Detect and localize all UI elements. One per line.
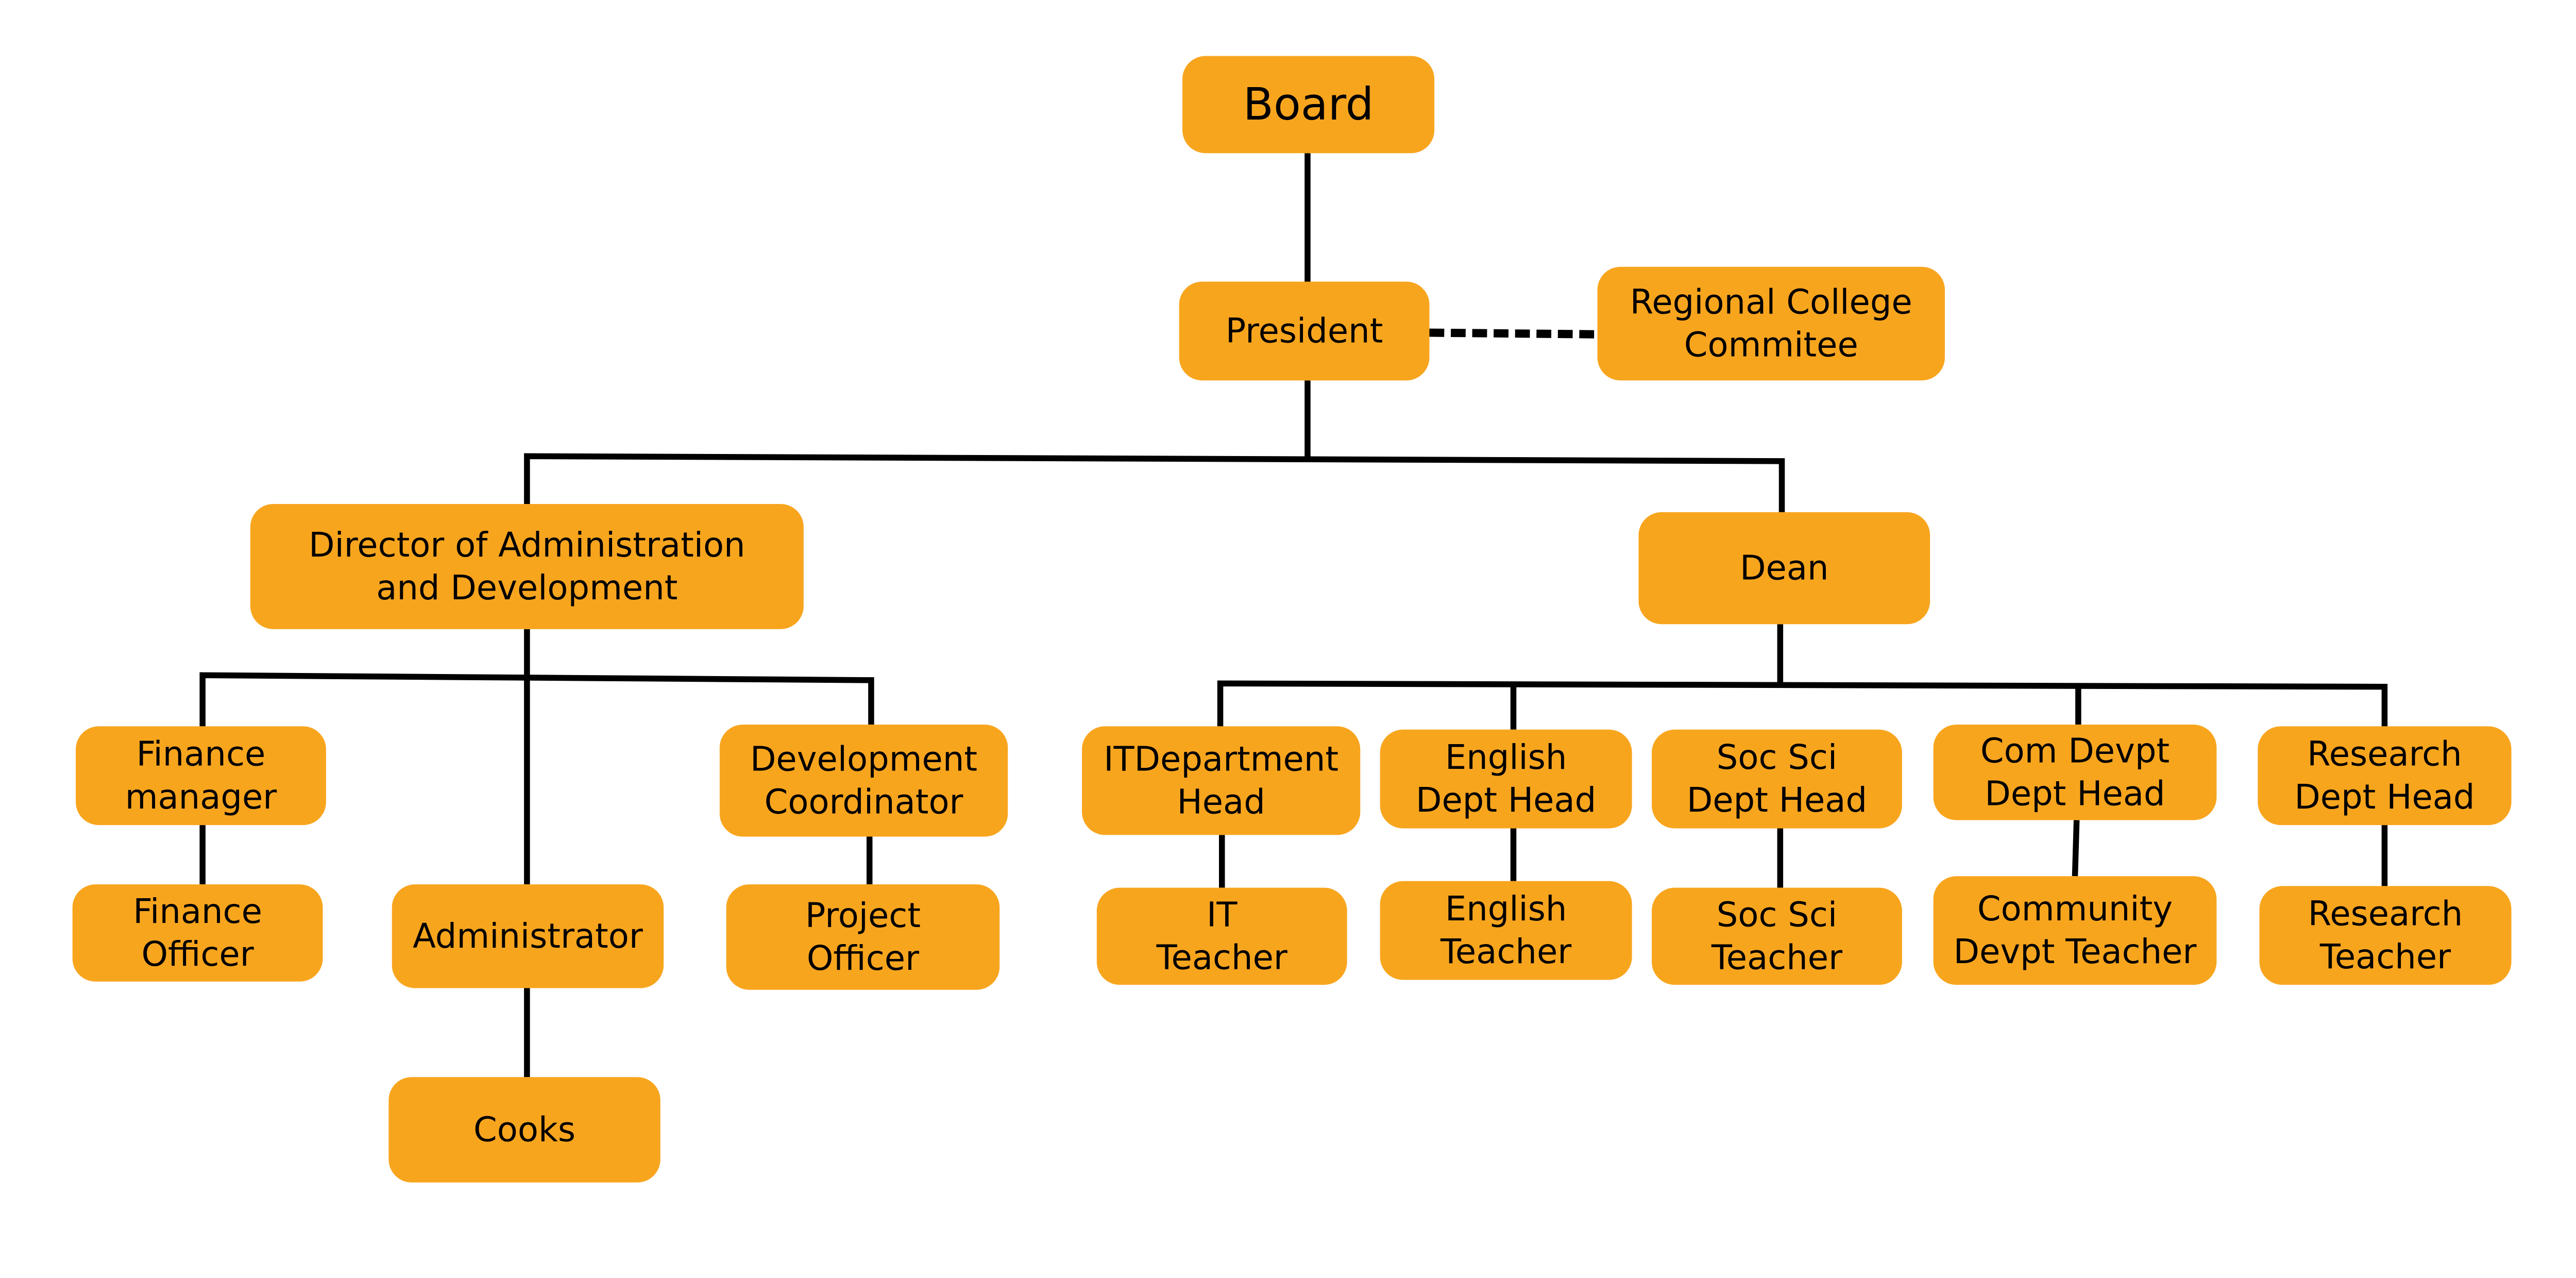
node-label: Project [805,896,921,935]
node-board: Board [1182,56,1435,154]
node-label: President [1226,311,1383,350]
node-label: Research [2308,895,2463,934]
node-box [2258,726,2512,826]
node-label: Teacher [2319,937,2451,977]
node-label: Head [1177,782,1265,821]
node-label: Officer [141,935,253,974]
node-label: manager [125,778,277,817]
node-label: English [1445,889,1567,929]
node-label: Regional College [1630,282,1912,322]
node-box [76,726,326,826]
node-label: Finance [133,892,262,931]
connector-line [1217,680,2388,727]
node-cooks: Cooks [388,1077,660,1183]
node-label: Dept Head [1687,781,1867,820]
node-label: Teacher [1711,938,1842,977]
node-label: Commitee [1684,326,1858,365]
node-box [1933,876,2217,985]
node-box [726,884,1000,990]
node-box [392,884,664,988]
node-box [250,503,804,629]
node-box [1082,726,1361,835]
node-box [1652,887,1902,985]
node-label: ITDepartment [1104,739,1338,779]
node-finance-manager: Finance manager [76,726,326,826]
node-label: Teacher [1440,932,1571,971]
node-box [1652,729,1902,829]
node-label: English [1445,738,1567,777]
node-president: President [1179,281,1430,381]
connector-line [524,453,1785,512]
node-box [1597,266,1945,381]
connector-lines [199,153,2388,1078]
node-label: Research [2307,735,2462,774]
node-label: Dept Head [1416,781,1596,820]
node-box [1380,881,1632,980]
node-label: Cooks [473,1110,575,1149]
connector-line [199,672,874,727]
dashed-advisory-line [1429,328,1598,339]
node-box [1179,281,1430,381]
node-label: Devpt Teacher [1954,932,2197,971]
node-label: Com Devpt [1980,731,2170,770]
node-label: Development [750,739,977,779]
connector-line [2072,820,2080,877]
node-box [72,884,323,982]
node-box [1096,887,1347,985]
node-label: Soc Sci [1717,738,1837,777]
node-label: Soc Sci [1717,895,1837,934]
node-label: Teacher [1156,938,1287,977]
node-box [2259,886,2512,985]
node-box [719,725,1008,837]
node-box [1933,725,2217,820]
node-label: Dept Head [1985,774,2165,813]
node-label: IT [1207,895,1238,934]
node-box [1182,56,1435,154]
node-label: Administrator [413,917,643,956]
node-administrator: Administrator [392,884,664,988]
node-label: Dept Head [2294,778,2475,817]
node-box [1638,512,1930,625]
node-label: and Development [376,568,677,608]
node-it-teacher: IT Teacher [1096,887,1347,985]
node-label: Officer [807,939,919,978]
node-box [388,1077,660,1183]
node-label: Director of Administration [309,526,745,565]
node-dean: Dean [1638,512,1930,625]
node-label: Board [1243,79,1374,130]
node-box [1380,729,1632,829]
node-label: Finance [137,735,266,774]
node-label: Dean [1740,549,1828,588]
node-label: Community [1977,889,2173,929]
node-label: Coordinator [765,782,963,821]
